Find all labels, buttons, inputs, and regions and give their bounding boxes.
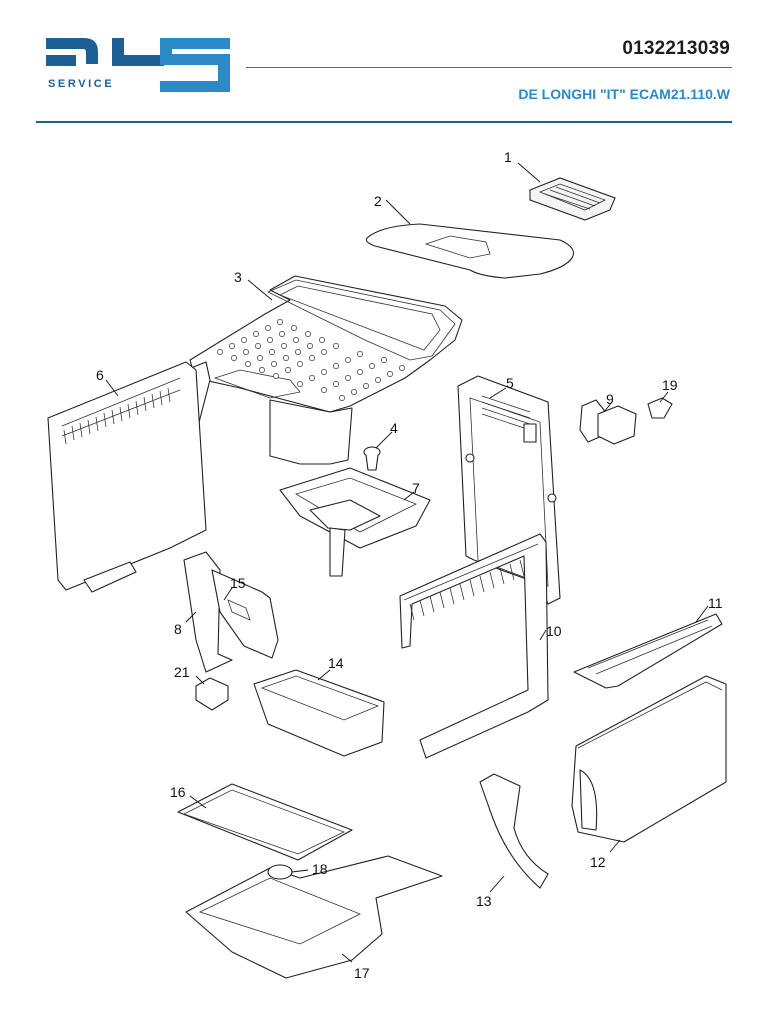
- callout-19: 19: [659, 377, 678, 403]
- part-7-funnel-tray: [279, 467, 431, 577]
- callout-14: 14: [317, 655, 344, 681]
- callout-label: 10: [546, 623, 562, 639]
- exploded-parts-diagram: 1 2 3 4 5 6 7 8 9 10 11 12: [47, 149, 727, 981]
- part-2-top-lid: [365, 223, 575, 279]
- callout-label: 19: [662, 377, 678, 393]
- callout-label: 12: [590, 854, 606, 870]
- callout-1: 1: [504, 149, 541, 183]
- callout-2: 2: [374, 193, 411, 225]
- callout-label: 3: [234, 269, 242, 285]
- callout-17: 17: [341, 953, 370, 981]
- callout-16: 16: [170, 784, 207, 809]
- callout-21: 21: [174, 664, 205, 685]
- part-18-float: [267, 864, 293, 880]
- header-rule-thin: [246, 67, 732, 68]
- document-code: 0132213039: [622, 38, 730, 59]
- part-16-drip-grid: [177, 783, 353, 861]
- callout-label: 18: [312, 861, 328, 877]
- callout-label: 15: [230, 575, 246, 591]
- callout-label: 13: [476, 893, 492, 909]
- part-11-water-tank-lid: [573, 613, 723, 689]
- dls-service-logo: SERVICE: [46, 38, 230, 92]
- callout-11: 11: [695, 595, 723, 623]
- part-3-perforations: [217, 319, 405, 401]
- header-rule: [36, 121, 732, 123]
- callout-label: 8: [174, 621, 182, 637]
- callout-13: 13: [476, 875, 505, 909]
- callout-12: 12: [590, 839, 621, 870]
- part-19-connector: [647, 397, 673, 419]
- part-13-side-trim: [479, 773, 549, 889]
- callout-label: 21: [174, 664, 190, 680]
- callout-label: 17: [354, 965, 370, 981]
- callout-label: 5: [506, 375, 514, 391]
- callout-6: 6: [96, 367, 119, 397]
- part-3-top-cover: [183, 275, 463, 465]
- part-4-knob: [363, 446, 381, 471]
- callout-7: 7: [403, 480, 420, 501]
- callout-label: 6: [96, 367, 104, 383]
- callout-3: 3: [234, 269, 273, 301]
- callout-label: 2: [374, 193, 382, 209]
- callout-label: 9: [606, 391, 614, 407]
- part-12-water-tank: [571, 675, 727, 843]
- part-6-side-panel-left: [47, 361, 207, 593]
- model-name: DE LONGHI "IT" ECAM21.110.W: [518, 86, 730, 102]
- part-9-switch-block: [579, 399, 637, 445]
- part-10-front-panel: [399, 533, 549, 759]
- callout-5: 5: [489, 375, 514, 399]
- logo-service-text: SERVICE: [48, 78, 114, 90]
- callout-8: 8: [174, 611, 197, 637]
- callout-label: 16: [170, 784, 186, 800]
- callout-label: 4: [390, 420, 398, 436]
- callout-label: 11: [708, 595, 723, 611]
- callout-9: 9: [603, 391, 614, 413]
- callout-label: 1: [504, 149, 512, 165]
- callout-4: 4: [375, 420, 398, 449]
- callout-10: 10: [539, 623, 562, 641]
- page-header: SERVICE 0132213039 DE LONGHI "IT" ECAM21…: [0, 0, 768, 130]
- callout-label: 7: [412, 480, 420, 496]
- callout-18: 18: [291, 861, 328, 877]
- part-21-small-part: [195, 677, 229, 711]
- part-1-cup-grid: [529, 177, 616, 221]
- part-14-grounds-container: [253, 669, 385, 757]
- callout-15: 15: [223, 575, 246, 601]
- callout-label: 14: [328, 655, 344, 671]
- part-8-front-bracket: [183, 551, 279, 673]
